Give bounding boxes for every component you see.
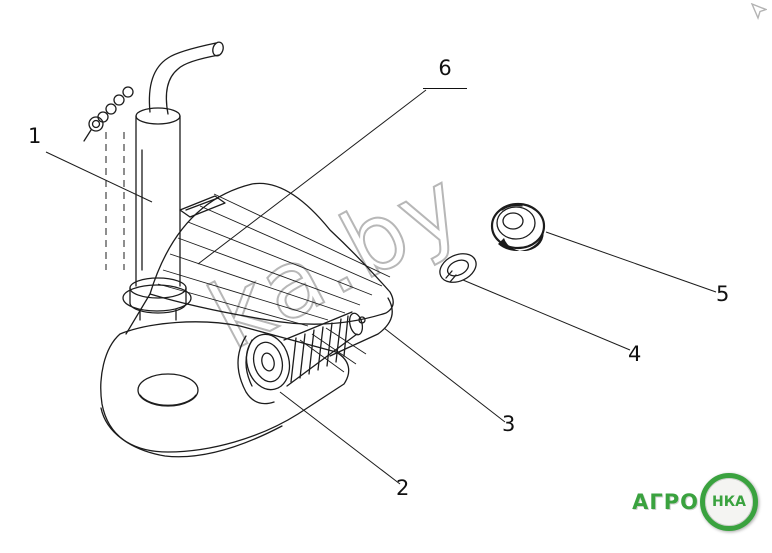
nut bbox=[490, 202, 546, 252]
leader-line-5 bbox=[545, 231, 717, 293]
callout-6: 6 bbox=[423, 58, 467, 89]
pin-assembly bbox=[83, 41, 224, 321]
cursor-icon bbox=[750, 3, 767, 21]
leader-line-4 bbox=[462, 279, 631, 351]
leader-line-2 bbox=[279, 391, 401, 485]
callout-4: 4 bbox=[628, 342, 642, 366]
callout-2: 2 bbox=[396, 476, 410, 500]
brand-logo-circle: НКА bbox=[700, 473, 758, 531]
bolt-spring bbox=[245, 311, 366, 391]
leader-line-6 bbox=[197, 89, 427, 265]
hitch-body bbox=[100, 182, 394, 458]
leader-lines bbox=[45, 89, 717, 485]
leader-line-1 bbox=[45, 151, 153, 203]
callout-5: 5 bbox=[716, 282, 730, 306]
leader-line-3 bbox=[383, 327, 506, 423]
brand-logo: АГРО НКА bbox=[632, 473, 758, 531]
brand-logo-text: АГРО bbox=[632, 490, 699, 514]
callout-3: 3 bbox=[502, 412, 516, 436]
callout-1: 1 bbox=[28, 124, 42, 148]
